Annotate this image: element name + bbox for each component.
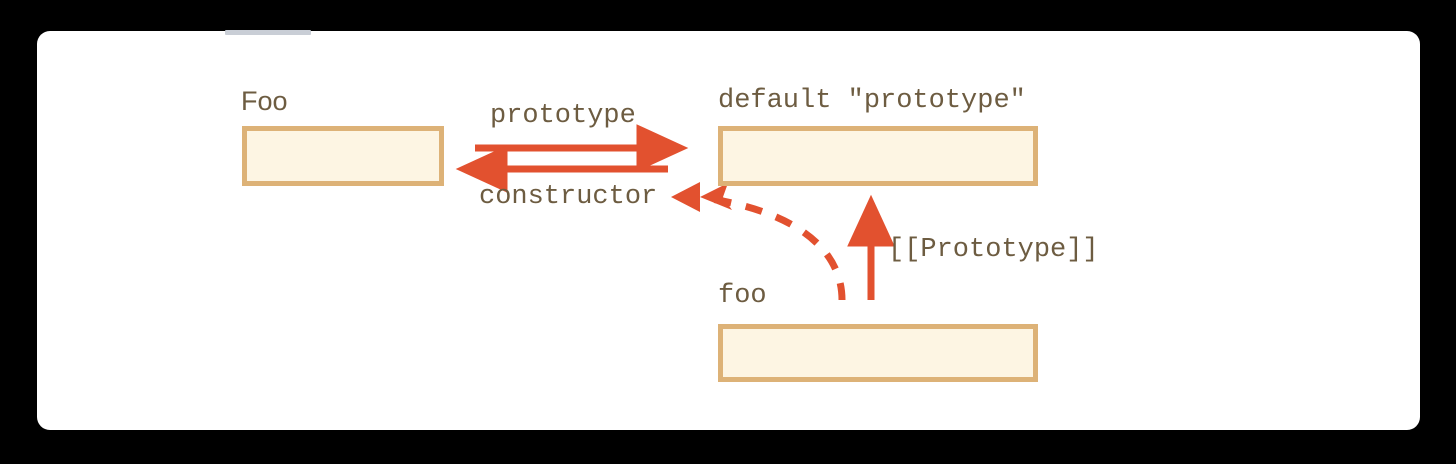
- caption-foo-constructor: Foo: [241, 86, 288, 116]
- edge-label-constructor: constructor: [479, 182, 658, 212]
- box-foo-instance[interactable]: [718, 324, 1038, 382]
- caption-default-prototype: default "prototype": [718, 86, 1026, 116]
- card-top-accent-strip: [225, 30, 311, 35]
- caption-foo-instance: foo: [718, 281, 767, 311]
- box-default-prototype[interactable]: [718, 126, 1038, 186]
- box-foo-constructor[interactable]: [242, 126, 444, 186]
- edge-label-prototype-slot: [[Prototype]]: [888, 235, 1099, 265]
- edge-label-prototype: prototype: [490, 101, 636, 131]
